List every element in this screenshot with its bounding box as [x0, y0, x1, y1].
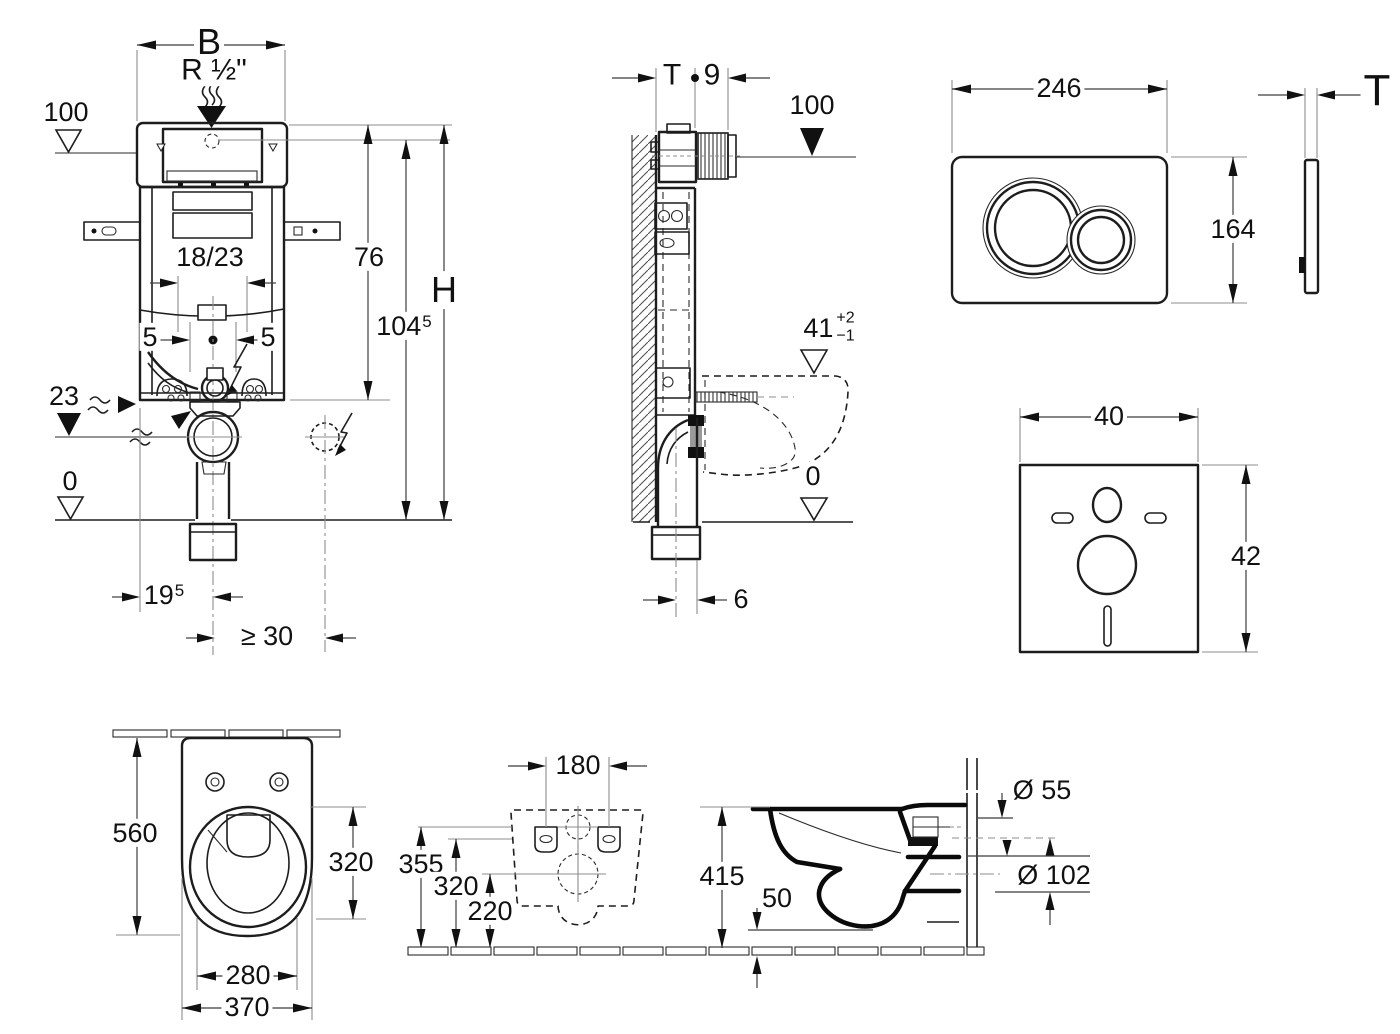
mat-slot-left	[1051, 512, 1074, 524]
datum-open-triangle-icon	[799, 349, 829, 375]
mat-body	[1018, 463, 1200, 654]
dim-inlet-diameter-label: Ø 55	[1009, 775, 1075, 804]
dim-wc-width-label: 370	[221, 992, 273, 1021]
dim-total-height-label: H	[428, 271, 460, 309]
outlet-flange-icon	[189, 401, 241, 417]
dim-plate-height-label: 164	[1207, 214, 1259, 243]
dim-outlet-diameter-label: Ø 102	[1014, 860, 1094, 889]
flush-plate-side-view	[1258, 88, 1362, 295]
dim-depth-9-label: 9	[700, 59, 724, 91]
arrow-right-icon	[266, 40, 285, 50]
valve-mark-icon	[268, 143, 278, 153]
mat-slot-right	[1144, 512, 1167, 524]
dim-bowl-length-label: 320	[325, 847, 377, 876]
flush-ledge	[226, 814, 271, 858]
dim-plate-thickness-label: T	[1360, 67, 1394, 115]
drain-socket-icon	[188, 522, 238, 562]
dim-bowl-height-label: 41+2−1	[800, 309, 858, 348]
frame-front-view	[54, 40, 452, 655]
water-supply-arrow-icon	[197, 83, 226, 128]
dim-height-320-label: 320	[430, 871, 482, 900]
datum-100-label: 100	[40, 97, 92, 126]
datum-open-triangle-icon	[56, 496, 85, 521]
dim-bowl-width-label: 280	[222, 960, 274, 989]
plate-clip-icon	[1299, 257, 1305, 273]
dim-anchor-spacing-label: 18/23	[173, 242, 247, 271]
dim-height-220-label: 220	[464, 896, 516, 925]
datum-filled-triangle-icon	[57, 413, 81, 436]
flush-button-small-icon	[1066, 205, 1136, 275]
dim-mat-height-label: 42	[1227, 541, 1265, 570]
supply-thread-label: R ½"	[178, 54, 250, 86]
wc-rear-view	[416, 757, 647, 948]
supply-valve-icon	[657, 130, 698, 184]
datum-0-side-label: 0	[802, 461, 824, 490]
frame-side-view	[612, 68, 856, 618]
dim-mat-width-label: 40	[1090, 401, 1128, 430]
wc-rear-dashed-outline	[510, 809, 644, 926]
threaded-rod-icon	[694, 391, 758, 403]
supply-crosshair-icon	[558, 806, 598, 848]
flush-button-large-icon	[982, 177, 1084, 279]
dim-hole-spacing-label: 180	[552, 750, 604, 779]
datum-23-label: 23	[45, 381, 83, 410]
datum-filled-triangle-icon	[800, 128, 824, 156]
flush-plate-body	[950, 155, 1169, 305]
dim-offset-right-label: 5	[257, 322, 279, 351]
supply-connection-icon	[204, 133, 220, 149]
mat-hole-top	[1091, 486, 1123, 524]
flush-plate-front-view	[950, 80, 1247, 305]
dim-height-355-label: 355	[395, 849, 447, 878]
dim-wc-height-label: 415	[696, 861, 748, 890]
seat-fixing-hole-left	[205, 772, 225, 792]
mat-slot-bottom	[1103, 605, 1112, 647]
lightning-bolt-icon	[228, 343, 248, 392]
mat-hole-center	[1076, 534, 1138, 596]
dim-frame-height-label: 76	[350, 242, 388, 271]
datum-open-triangle-icon	[799, 497, 829, 522]
dim-plate-width-label: 246	[1033, 73, 1085, 102]
bowl-rim-inner	[206, 812, 290, 914]
wc-pan-profile	[750, 802, 1000, 929]
dim-clearance-label: 50	[758, 883, 796, 912]
valve-mark-icon	[156, 143, 166, 153]
wall-tile-strip	[112, 729, 341, 738]
dim-frame-width-label: B	[193, 23, 225, 61]
arrow-left-icon	[137, 40, 156, 50]
dim-wc-length-label: 560	[109, 818, 161, 847]
mounting-foot-left	[156, 378, 188, 397]
wc-top-view	[112, 729, 366, 1020]
wall-bracket-left	[83, 221, 141, 241]
plate-profile	[1303, 158, 1320, 295]
waste-water-arrow-icon	[129, 411, 191, 446]
dim-supply-height-label: 1045	[373, 312, 435, 341]
bowl-rim-outer	[188, 805, 308, 929]
seat-fixing-hole-right	[269, 772, 289, 792]
wall-bracket-right	[283, 221, 341, 241]
waste-water-arrow-icon	[87, 396, 136, 414]
outlet-crosshair-icon	[550, 846, 606, 902]
sound-insulation-mat	[1018, 408, 1258, 654]
datum-open-triangle-icon	[54, 129, 83, 154]
wc-pan-dashed-outline	[702, 375, 849, 476]
datum-0-label: 0	[59, 466, 81, 495]
fixing-hole-right	[597, 826, 621, 853]
lightning-bolt-icon	[337, 412, 353, 451]
dim-wall-thickness-label: T	[659, 59, 685, 91]
fixing-hole-left	[534, 826, 558, 853]
dim-outlet-offset-label: 195	[140, 581, 188, 610]
wall-hatch	[632, 135, 656, 522]
datum-100-side-label: 100	[786, 90, 838, 119]
ceramic-outline	[180, 736, 314, 938]
mounting-foot-right	[241, 378, 267, 397]
dim-offset-left-label: 5	[139, 322, 161, 351]
floor-tiles	[407, 946, 985, 956]
dim-conduit-distance-label: ≥ 30	[237, 621, 297, 650]
dim-outlet-distance-label: 6	[730, 584, 752, 613]
